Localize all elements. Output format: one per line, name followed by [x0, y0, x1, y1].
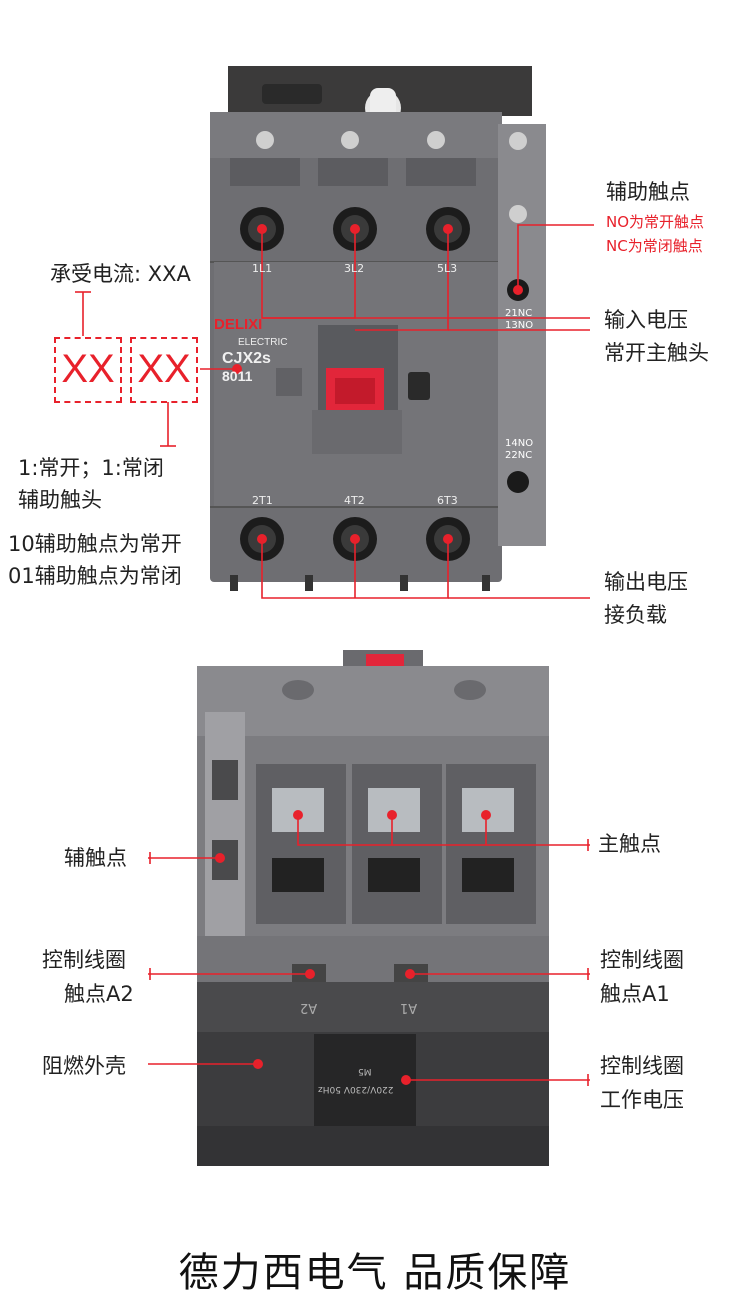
model-name: CJX2s: [222, 350, 271, 367]
aux-code-nc-note: 01辅助触点为常闭: [8, 564, 182, 588]
main-contact-label: 主触点: [598, 832, 661, 856]
aux-contact-label: 辅触点: [64, 846, 127, 870]
aux-ratio-line1: 1:常开；1:常闭: [18, 456, 164, 480]
coil-a1-mark: A1: [400, 1000, 418, 1015]
terminal-label-5l3: 5L3: [437, 262, 458, 275]
aux-contact-title: 辅助触点: [606, 180, 690, 204]
input-voltage-label: 输入电压: [604, 308, 688, 332]
housing-label: 阻燃外壳: [42, 1054, 126, 1078]
main-contact-slots: [256, 764, 536, 924]
rated-current-label: 承受电流: XXA: [50, 262, 191, 286]
terminal-label-2t1: 2T1: [252, 494, 273, 507]
coil-a1-label-line1: 控制线圈: [600, 948, 684, 972]
aux-label-21nc: 21NC: [505, 308, 533, 319]
aux-label-22nc: 22NC: [505, 450, 533, 461]
coil-a2-label-line1: 控制线圈: [42, 948, 126, 972]
output-load-label: 接负载: [604, 603, 667, 627]
input-main-contact-label: 常开主触头: [604, 341, 709, 365]
terminal-label-6t3: 6T3: [437, 494, 458, 507]
brand-logo: DELIXI: [214, 316, 263, 333]
aux-label-13no: 13NO: [505, 320, 534, 331]
aux-code-no-note: 10辅助触点为常开: [8, 532, 182, 556]
coil-a1-label-line2: 触点A1: [600, 982, 670, 1006]
terminal-label-3l2: 3L2: [344, 262, 365, 275]
brand-subtitle: ELECTRIC: [238, 337, 288, 348]
aux-ratio-line2: 辅助触头: [18, 488, 102, 512]
main-contact-code-box: XX: [54, 337, 122, 403]
terminal-label-4t2: 4T2: [344, 494, 365, 507]
coil-a2-label-line2: 触点A2: [64, 982, 134, 1006]
coil-spec-size: M5: [358, 1066, 372, 1076]
output-voltage-label: 输出电压: [604, 570, 688, 594]
model-number: 8011: [222, 368, 253, 384]
coil-voltage-label-line1: 控制线圈: [600, 1054, 684, 1078]
terminal-label-1l1: 1L1: [252, 262, 273, 275]
coil-voltage-label-line2: 工作电压: [600, 1088, 684, 1112]
aux-contact-code-box: XX: [130, 337, 198, 403]
aux-label-14no: 14NO: [505, 438, 534, 449]
coil-spec-plate: [314, 1034, 416, 1126]
footer-slogan: 德力西电气 品质保障: [178, 1250, 572, 1296]
aux-no-note: NO为常开触点: [606, 213, 705, 231]
top-contactor-illustration: [75, 66, 594, 599]
coil-spec-text: 220V/230V 50Hz: [318, 1084, 394, 1094]
coil-a2-mark: A2: [300, 1000, 318, 1015]
aux-nc-note: NC为常闭触点: [606, 237, 703, 255]
